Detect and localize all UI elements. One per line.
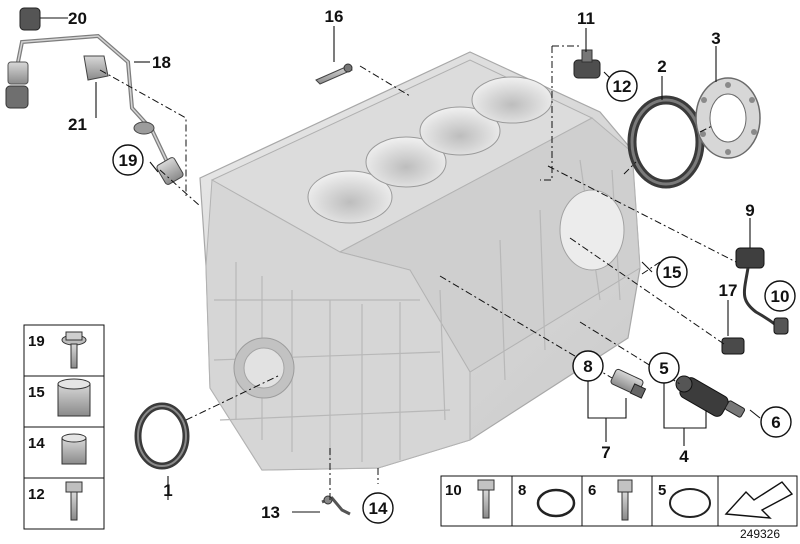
legend-o-ring-large-icon [536, 488, 576, 518]
legend-left-label-2: 15 [28, 384, 45, 401]
legend-bottom-label-2: 8 [518, 482, 526, 499]
callout-15: 15 [663, 263, 682, 282]
legend-bolt-icon [477, 479, 495, 519]
callout-2: 2 [657, 57, 666, 76]
document-number: 249326 [740, 527, 780, 541]
sensor-part-11 [573, 49, 601, 79]
seal-ring-part-2 [627, 95, 705, 189]
clip-part-13 [321, 495, 351, 516]
callout-3: 3 [711, 29, 720, 48]
callout-18: 18 [152, 53, 171, 72]
sensor-cable-part-9 [721, 247, 789, 355]
left-parts-legend: 19 15 14 12 [23, 324, 105, 530]
oil-pipe-assembly [5, 7, 184, 185]
callout-6: 6 [771, 413, 780, 432]
crankshaft-seal-part-1 [134, 402, 190, 470]
legend-left-label-1: 19 [28, 333, 45, 350]
cap-part-20 [19, 7, 41, 31]
callout-circle-12 [606, 70, 638, 102]
cylinder-bores [307, 76, 553, 224]
callout-9: 9 [745, 201, 754, 220]
callout-4: 4 [679, 447, 689, 466]
callout-19: 19 [119, 151, 138, 170]
engine-block [199, 51, 641, 471]
bolt-part-16 [315, 63, 353, 85]
legend-socket-screw-icon [617, 479, 633, 521]
sensor-wheel-part-3 [695, 77, 761, 159]
callout-8: 8 [583, 357, 592, 376]
legend-sleeve-small-icon [61, 433, 87, 465]
callout-circle-14 [362, 492, 394, 524]
callout-7: 7 [601, 443, 610, 462]
legend-bolt-washer-icon [61, 331, 87, 369]
oil-pressure-switch-part-8 [610, 368, 647, 399]
callout-10: 10 [771, 287, 790, 306]
legend-screw-icon [65, 481, 83, 521]
legend-sleeve-large-icon [57, 378, 91, 417]
callout-circle-10 [764, 280, 796, 312]
callout-14: 14 [369, 499, 388, 518]
callout-circle-15 [656, 256, 688, 288]
callouts: 20 18 21 19 16 11 12 2 3 9 10 17 15 8 5 … [68, 7, 796, 524]
legend-bottom-label-1: 10 [445, 482, 462, 499]
direction-arrow-icon [724, 481, 794, 519]
callout-13: 13 [261, 503, 280, 522]
callout-12: 12 [613, 77, 632, 96]
oil-nozzle-part-5 [675, 375, 746, 418]
legend-o-ring-small-icon [669, 488, 711, 518]
legend-left-label-4: 12 [28, 486, 45, 503]
bracket-part-21 [83, 55, 109, 81]
callout-16: 16 [325, 7, 344, 26]
callout-11: 11 [577, 9, 595, 28]
callout-circle-19 [112, 144, 144, 176]
callout-circle-5 [648, 352, 680, 384]
callout-circle-8 [572, 350, 604, 382]
callout-21: 21 [68, 115, 87, 134]
callout-17: 17 [719, 281, 738, 300]
callout-circle-6 [760, 406, 792, 438]
legend-left-label-3: 14 [28, 435, 45, 452]
callout-5: 5 [659, 359, 668, 378]
callout-1: 1 [163, 481, 172, 500]
bottom-parts-legend: 10 8 6 5 [440, 475, 798, 527]
legend-bottom-label-4: 5 [658, 482, 666, 499]
legend-bottom-label-3: 6 [588, 482, 596, 499]
callout-20: 20 [68, 9, 87, 28]
